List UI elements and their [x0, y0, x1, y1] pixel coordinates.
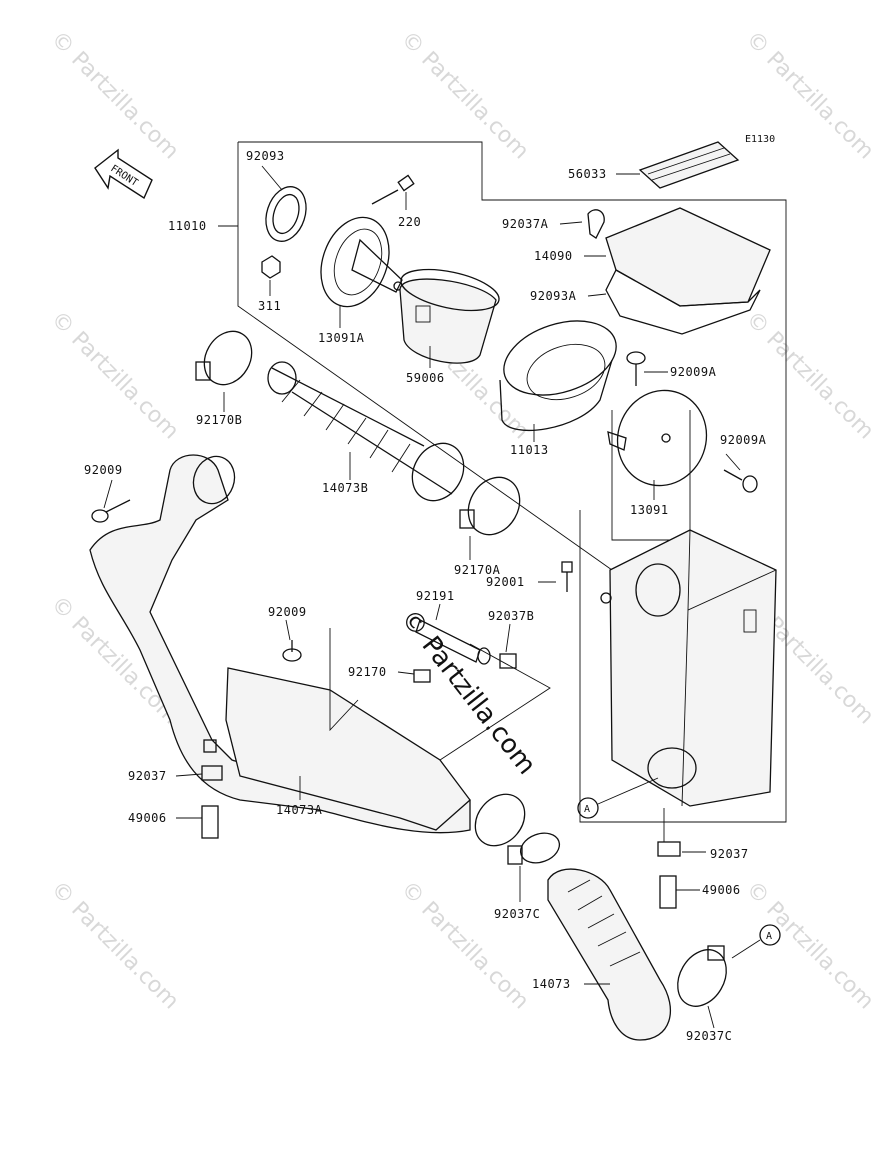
- leader-lines: [103, 165, 741, 1029]
- part-label-59006: 59006: [406, 371, 445, 385]
- cover-bracket: [611, 410, 691, 541]
- bolt-icon: [91, 499, 131, 523]
- warning-label-icon: [638, 141, 740, 189]
- hose-clamp-icon: [195, 330, 253, 386]
- bolt-icon: [371, 174, 415, 205]
- part-label-49006-right: 49006: [702, 883, 741, 897]
- callout-a-icon: A: [731, 924, 781, 959]
- part-label-92037-left: 92037: [128, 769, 167, 783]
- part-label-92009-mid: 92009: [268, 605, 307, 619]
- breather-hose-icon: [415, 619, 491, 665]
- assembly-bracket-outline: [238, 141, 787, 823]
- watermark: © Partzilla.com: [46, 877, 184, 1015]
- callout-letter: A: [584, 804, 590, 815]
- hose-clamp-icon: [507, 832, 561, 865]
- clip-icon: [657, 841, 681, 857]
- part-labels: 92093 11010 220 311 13091A 59006 11013 9…: [84, 149, 767, 1043]
- part-label-56033: 56033: [568, 167, 607, 181]
- diagram-code: E1130: [745, 134, 775, 145]
- callout-a-icon: A: [577, 777, 659, 819]
- watermark: © Partzilla.com: [46, 307, 184, 445]
- seal-ring-icon: [265, 186, 307, 242]
- filter-element-icon: [399, 268, 500, 364]
- part-label-14073a: 14073A: [276, 803, 323, 817]
- airbox-case-icon: [600, 529, 777, 807]
- part-label-13091: 13091: [630, 503, 669, 517]
- screw-icon: [626, 351, 646, 386]
- plug-icon: [201, 805, 219, 839]
- callout-letter: A: [766, 931, 772, 942]
- hose-clamp-icon: [677, 945, 727, 1007]
- plug-icon: [659, 875, 677, 909]
- watermark: © Partzilla.com: [396, 877, 534, 1015]
- inner-cap-icon: [320, 216, 403, 308]
- part-label-92037a: 92037A: [502, 217, 549, 231]
- part-label-14073: 14073: [532, 977, 571, 991]
- outer-cap-icon: [607, 389, 708, 487]
- front-arrow-icon: FRONT: [94, 148, 153, 200]
- part-label-92037c-bottom: 92037C: [686, 1029, 732, 1043]
- part-label-92170b: 92170B: [196, 413, 242, 427]
- part-label-92037-right: 92037: [710, 847, 749, 861]
- assembly-bracket-left: [237, 142, 613, 571]
- foam-element-icon: [499, 320, 617, 432]
- part-label-92037c-mid: 92037C: [494, 907, 540, 921]
- intake-tube-icon: [547, 868, 671, 1041]
- part-label-49006-left: 49006: [128, 811, 167, 825]
- bolt-icon: [282, 640, 302, 662]
- clip-icon: [201, 765, 223, 781]
- bolt-icon: [561, 561, 573, 592]
- part-label-11013: 11013: [510, 443, 549, 457]
- part-label-220: 220: [398, 215, 421, 229]
- part-label-92191: 92191: [416, 589, 455, 603]
- part-label-92093: 92093: [246, 149, 285, 163]
- screw-icon: [723, 469, 758, 493]
- part-label-92170: 92170: [348, 665, 387, 679]
- hose-clamp-icon: [413, 669, 431, 683]
- part-label-13091a: 13091A: [318, 331, 365, 345]
- bolt-bracket: [329, 628, 359, 732]
- part-label-14073b: 14073B: [322, 481, 368, 495]
- part-label-92093a: 92093A: [530, 289, 577, 303]
- part-label-11010: 11010: [168, 219, 207, 233]
- part-label-92037b: 92037B: [488, 609, 534, 623]
- watermark: © Partzilla.com: [396, 27, 534, 165]
- air-duct-icon: [89, 454, 526, 847]
- nut-icon: [261, 255, 281, 279]
- part-label-311: 311: [258, 299, 281, 313]
- intake-tube-icon: [267, 361, 465, 502]
- part-label-92170a: 92170A: [454, 563, 501, 577]
- part-label-92009-left: 92009: [84, 463, 123, 477]
- watermark: © Partzilla.com: [741, 307, 879, 445]
- hose-clamp-icon: [459, 476, 521, 536]
- part-label-92009a-bottom: 92009A: [720, 433, 767, 447]
- part-label-14090: 14090: [534, 249, 573, 263]
- hose-bracket: [439, 643, 551, 761]
- clip-icon: [587, 209, 605, 239]
- watermark: © Partzilla.com: [46, 27, 184, 165]
- part-label-92001: 92001: [486, 575, 525, 589]
- airbox-cover-icon: [605, 207, 771, 335]
- watermark: © Partzilla.com: [741, 877, 879, 1015]
- part-label-92009a-top: 92009A: [670, 365, 717, 379]
- clip-icon: [499, 653, 517, 669]
